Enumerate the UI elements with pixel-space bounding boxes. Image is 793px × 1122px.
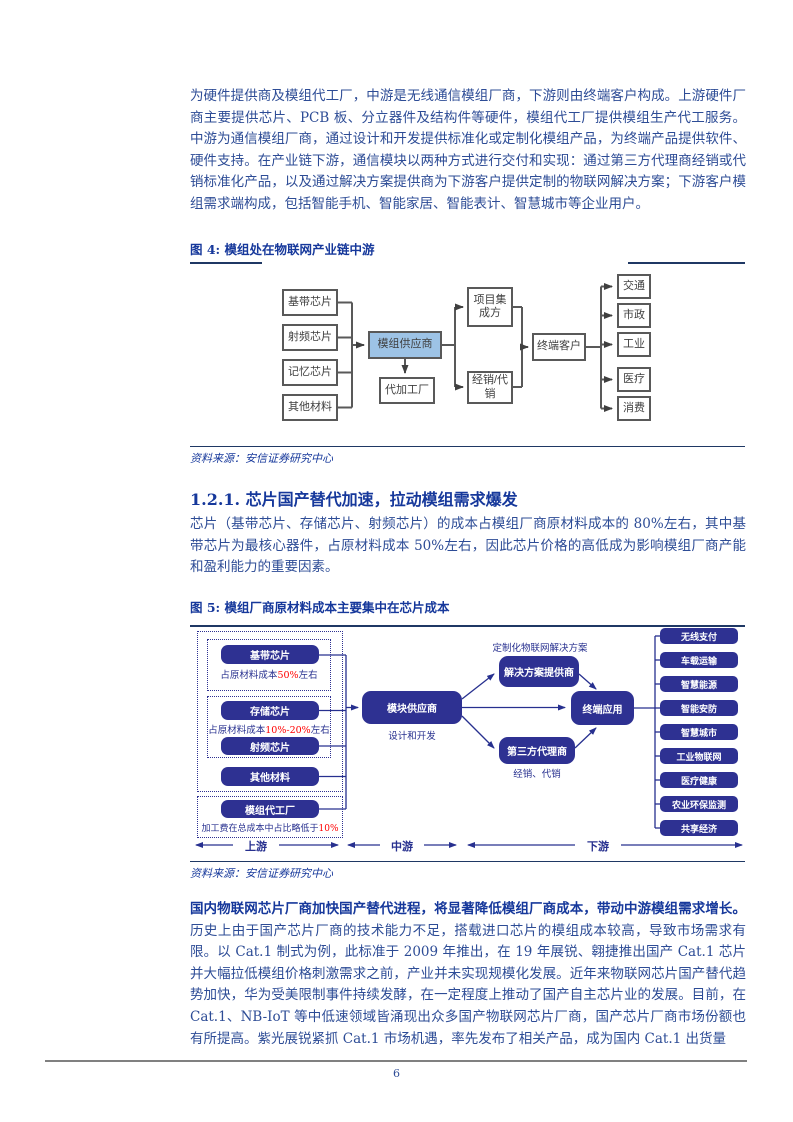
figure5-node-baseband-chip: 基带芯片 xyxy=(221,645,319,664)
caption-text: 左右 xyxy=(298,670,318,681)
figure4-source: 资料来源：安信证券研究中心 xyxy=(190,452,333,465)
caption-red-value: 10%-20% xyxy=(265,725,311,736)
figure4-node-module-supplier: 模组供应商 xyxy=(368,331,442,359)
page-number: 6 xyxy=(393,1067,400,1080)
figure4-app-industry: 工业 xyxy=(617,332,651,357)
figure5-upstream-group-frame xyxy=(197,631,343,792)
figure5-baseband-caption: 占原材料成本50%左右 xyxy=(207,667,331,681)
figure5-foundry-caption: 加工费在总成本中占比略低于10% xyxy=(192,821,348,834)
figure4-node-distributor: 经销/代销 xyxy=(467,371,513,404)
section-heading: 1.2.1. 芯片国产替代加速，拉动模组需求爆发 xyxy=(190,490,518,509)
footer-rule xyxy=(45,1060,747,1062)
figure4-node-integrator: 项目集成方 xyxy=(467,287,513,327)
figure5-app-vehicle-transport: 车载运输 xyxy=(660,652,738,668)
figure5-app-industrial-iot: 工业物联网 xyxy=(660,748,738,764)
figure4-node-foundry: 代加工厂 xyxy=(379,377,435,404)
intro-paragraph: 为硬件提供商及模组代工厂，中游是无线通信模组厂商，下游则由终端客户构成。上游硬件… xyxy=(190,88,746,212)
caption-text: 占原材料成本 xyxy=(220,670,278,681)
figure5-stage-downstream: 下游 xyxy=(587,840,609,853)
figure5-stage-midstream: 中游 xyxy=(391,840,413,853)
analysis-bold-lead: 国内物联网芯片厂商加快国产替代进程，将显著降低模组厂商成本，带动中游模组需求增长… xyxy=(190,901,746,917)
figure5-title-rule xyxy=(190,625,745,627)
figure5-node-storage-chip: 存储芯片 xyxy=(221,701,319,720)
caption-red-value: 50% xyxy=(277,670,299,681)
figure4-app-transport: 交通 xyxy=(617,274,651,299)
figure5-app-sharing-economy: 共享经济 xyxy=(660,820,738,836)
figure5-node-third-party-agent: 第三方代理商 xyxy=(499,737,575,764)
figure5-node-module-foundry: 模组代工厂 xyxy=(221,800,319,818)
figure5-app-smart-energy: 智慧能源 xyxy=(660,676,738,692)
figure5-baseband-frame xyxy=(207,639,331,691)
figure5-node-other-materials: 其他材料 xyxy=(221,767,319,786)
caption-text: 左右 xyxy=(310,725,330,736)
figure4-node-end-customer: 终端客户 xyxy=(532,333,586,361)
analysis-paragraph: 国内物联网芯片厂商加快国产替代进程，将显著降低模组厂商成本，带动中游模组需求增长… xyxy=(190,899,746,1050)
figure4-node-memory-chip: 记忆芯片 xyxy=(282,359,338,386)
figure4-node-baseband-chip: 基带芯片 xyxy=(282,289,338,316)
figure5-foundry-frame xyxy=(197,796,343,838)
figure5-app-medical-health: 医疗健康 xyxy=(660,772,738,788)
figure5-stage-upstream: 上游 xyxy=(245,840,267,853)
figure4-app-medical: 医疗 xyxy=(617,367,651,392)
figure5-agent-caption: 经销、代销 xyxy=(513,769,561,780)
figure5-app-wireless-payment: 无线支付 xyxy=(660,628,738,644)
figure5-solution-label: 定制化物联网解决方案 xyxy=(492,643,588,654)
figure4-source-rule xyxy=(190,446,745,447)
section-paragraph: 芯片（基带芯片、存储芯片、射频芯片）的成本占模组厂商原材料成本的 80%左右，其… xyxy=(190,516,746,576)
caption-text: 加工费在总成本中占比略低于 xyxy=(201,824,319,834)
figure4-app-consumer: 消费 xyxy=(617,396,651,421)
caption-red-value: 10% xyxy=(318,824,339,834)
figure5-source: 资料来源：安信证券研究中心 xyxy=(190,867,333,880)
figure4-title: 图 4: 模组处在物联网产业链中游 xyxy=(190,242,375,257)
figure5-title: 图 5: 模组厂商原材料成本主要集中在芯片成本 xyxy=(190,600,450,615)
figure5-node-terminal-app: 终端应用 xyxy=(571,691,634,725)
figure4-title-rule-right xyxy=(628,262,745,264)
figure4-title-rule-left xyxy=(190,262,262,264)
figure4-node-rf-chip: 射频芯片 xyxy=(282,324,338,351)
caption-text: 占原材料成本 xyxy=(208,725,266,736)
figure5-storage-rf-frame xyxy=(207,696,331,758)
figure5-node-rf-chip: 射频芯片 xyxy=(221,737,319,755)
figure4-app-municipal: 市政 xyxy=(617,303,651,328)
figure5-storage-caption: 占原材料成本10%-20%左右 xyxy=(200,722,338,736)
analysis-body-text: 历史上由于国产芯片厂商的技术能力不足，搭载进口芯片的模组成本较高，导致市场需求有… xyxy=(190,922,746,1047)
figure5-source-rule xyxy=(190,861,745,862)
figure5-app-agriculture-monitoring: 农业环保监测 xyxy=(660,796,738,812)
figure5-module-caption: 设计和开发 xyxy=(388,731,436,742)
figure5-node-module-supplier: 模块供应商 xyxy=(362,691,462,724)
figure5-app-smart-city: 智慧城市 xyxy=(660,724,738,740)
figure4-node-other-materials: 其他材料 xyxy=(282,394,338,421)
figure5-app-smart-security: 智能安防 xyxy=(660,700,738,716)
figure5-node-solution-provider: 解决方案提供商 xyxy=(499,656,579,687)
